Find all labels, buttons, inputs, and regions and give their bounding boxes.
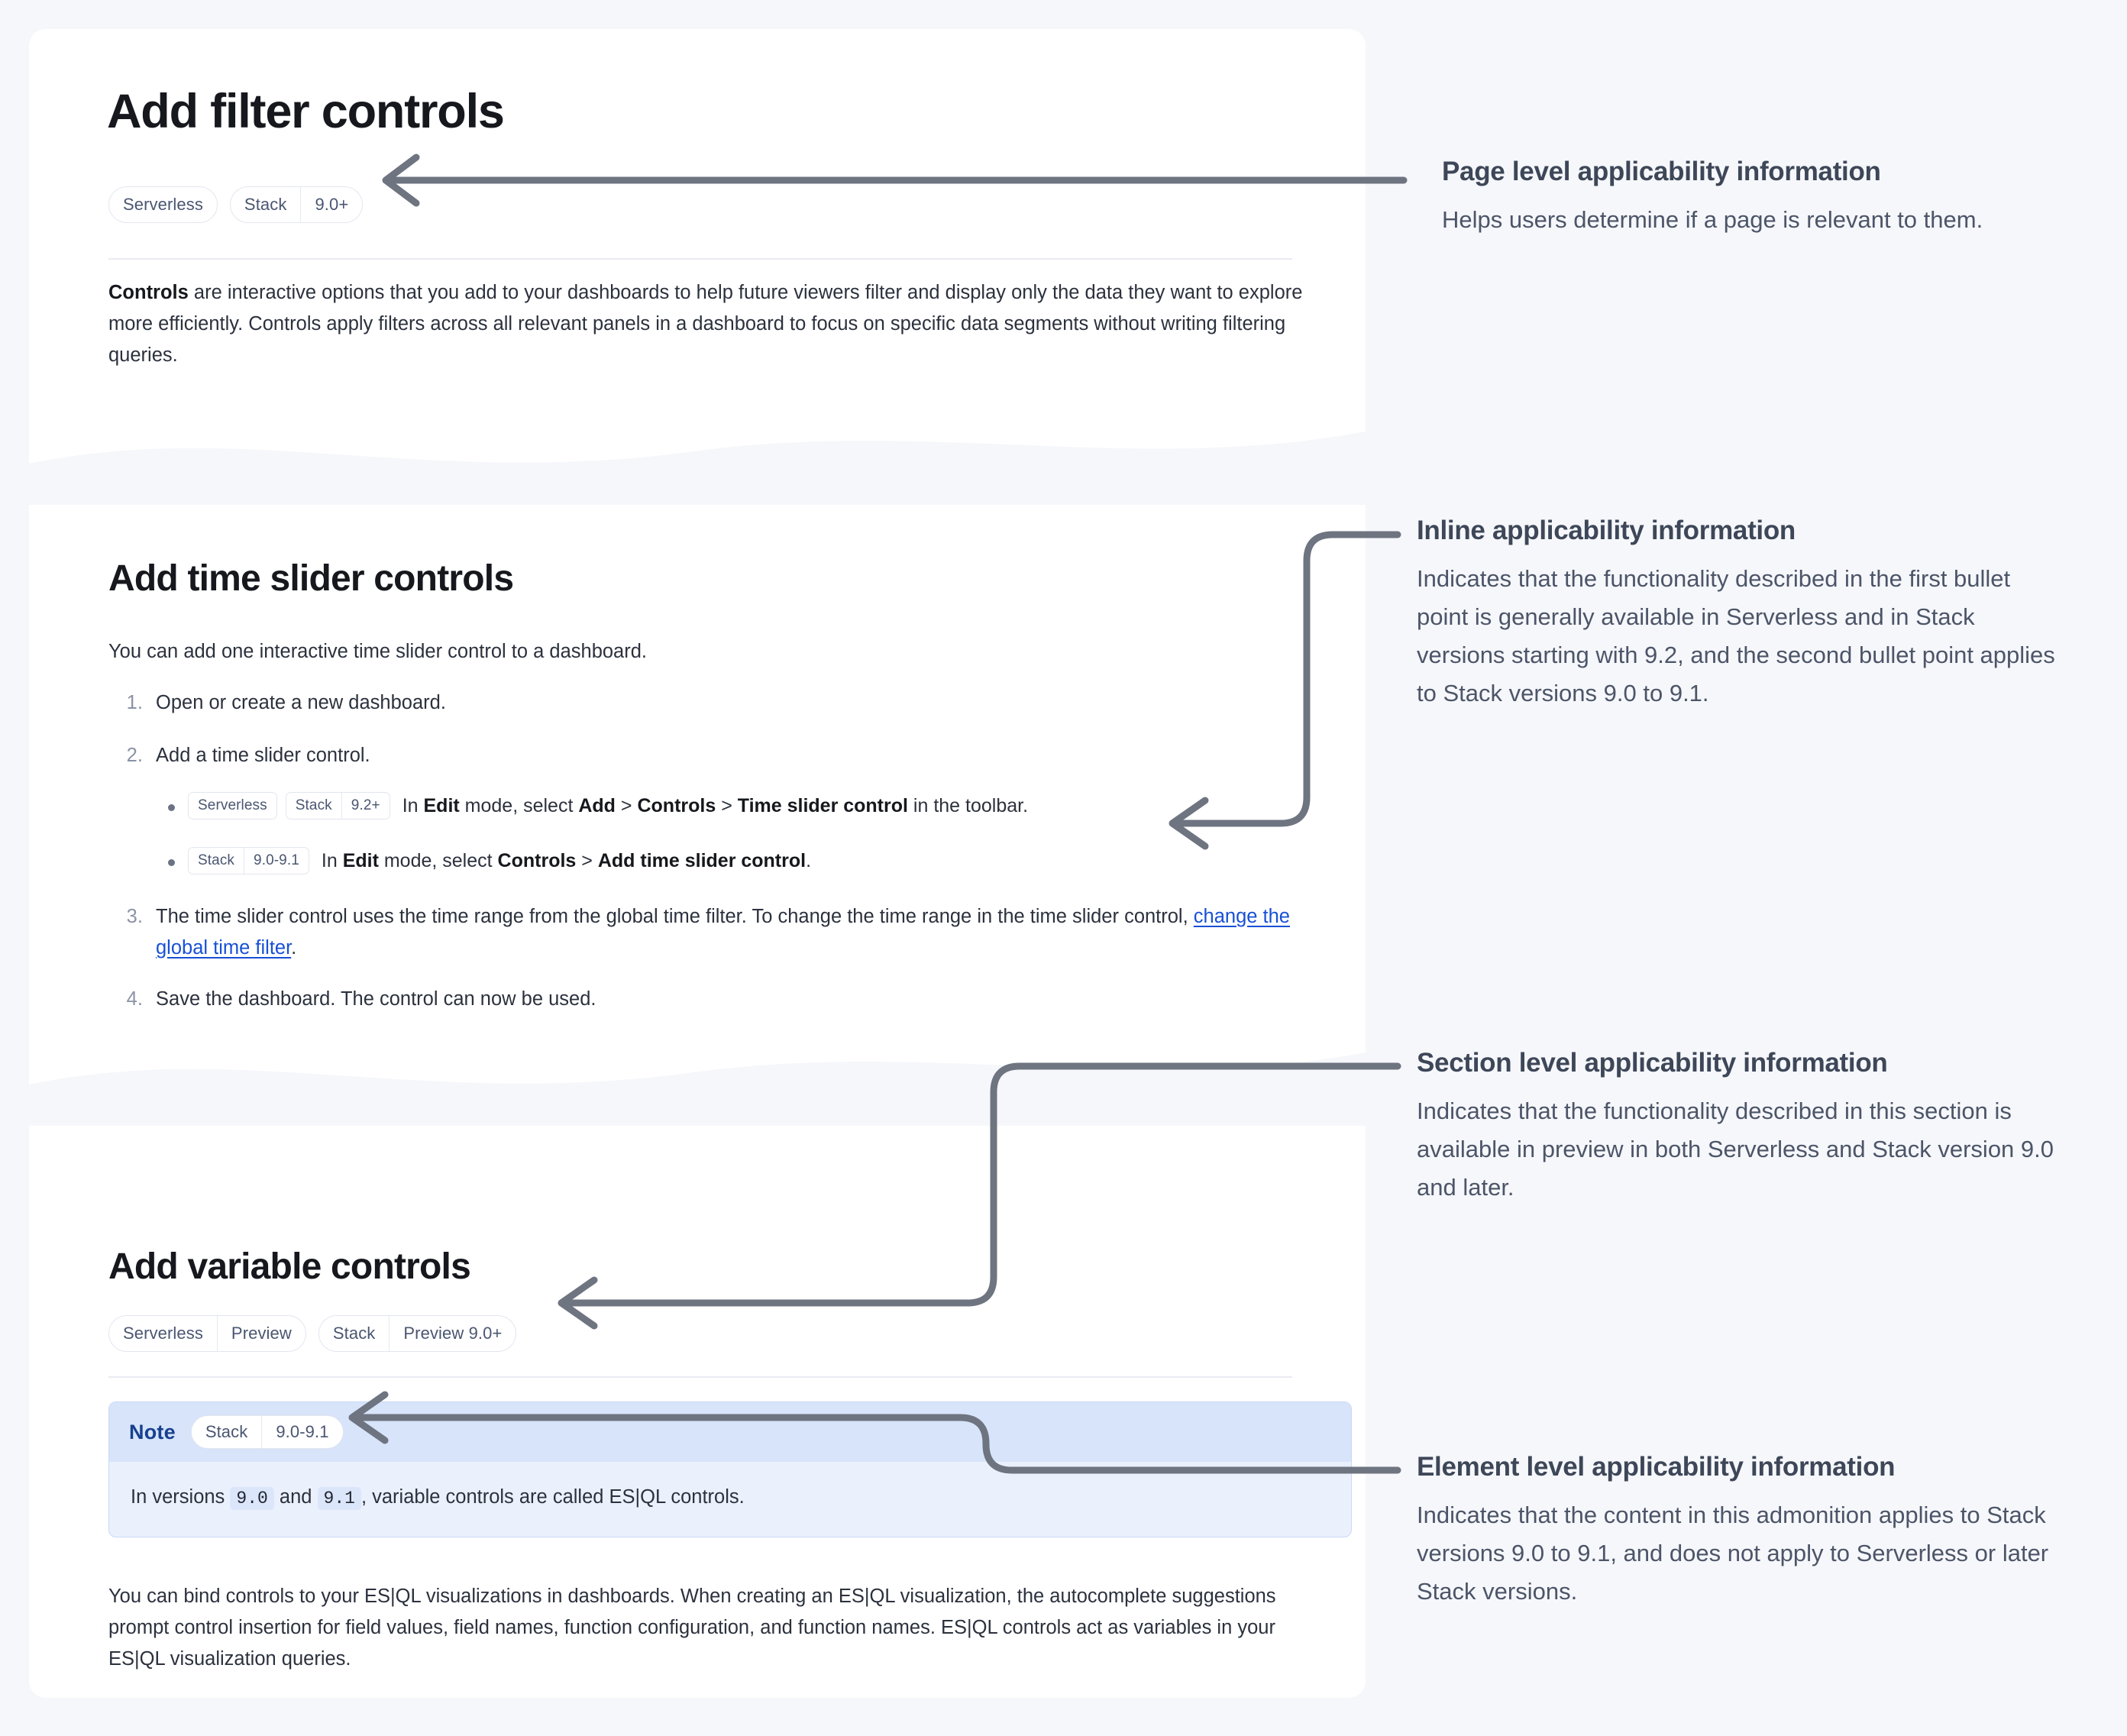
title-divider <box>108 258 1292 260</box>
annotation-heading: Page level applicability information <box>1442 157 1881 186</box>
text-run: , variable controls are called ES|QL con… <box>360 1486 745 1508</box>
variable-controls-paragraph: You can bind controls to your ES|QL visu… <box>108 1586 1276 1670</box>
badge-serverless-preview[interactable]: Serverless Preview <box>108 1315 306 1352</box>
text-run: mode, select <box>378 850 498 871</box>
substep-item: Serverless Stack 9.2+ In Edit mode, sele… <box>168 791 1346 820</box>
annotation-body: Indicates that the functionality describ… <box>1417 565 2055 706</box>
step-text: The time slider control uses the time ra… <box>156 906 1194 927</box>
text-run-bold: Edit <box>423 795 460 816</box>
note-header: Note Stack 9.0-9.1 <box>109 1402 1351 1462</box>
text-run: in the toolbar. <box>907 795 1029 816</box>
annotation-body: Indicates that the functionality describ… <box>1417 1098 2054 1201</box>
text-run: In <box>402 795 424 816</box>
text-run: and <box>273 1486 318 1508</box>
badge-serverless[interactable]: Serverless <box>108 186 218 223</box>
wave-divider-2 <box>29 1052 1366 1126</box>
substep-text: In Edit mode, select Controls > Add time… <box>322 846 811 875</box>
text-run-bold: Add time slider control <box>597 850 807 871</box>
badge-stack-version[interactable]: Stack 9.0+ <box>229 186 364 223</box>
global-time-filter-link[interactable]: change the global time filter <box>156 906 1290 959</box>
badge-segment: Stack <box>295 797 332 813</box>
note-admonition: Note Stack 9.0-9.1 In versions 9.0 and 9… <box>108 1401 1352 1537</box>
text-run-bold: Add <box>578 795 616 816</box>
note-label: Note <box>129 1420 176 1443</box>
badge-stack-version[interactable]: Stack 9.0-9.1 <box>190 1415 344 1449</box>
substep-text: In Edit mode, select Add > Controls > Ti… <box>402 791 1028 820</box>
intro-rest: are interactive options that you add to … <box>108 282 1303 366</box>
time-slider-intro: You can add one interactive time slider … <box>108 641 647 662</box>
time-slider-steps: Open or create a new dashboard. Add a ti… <box>108 687 1346 1036</box>
text-run-bold: Edit <box>342 850 379 871</box>
text-run-bold: Controls <box>497 850 577 871</box>
section-divider <box>108 1376 1292 1378</box>
badge-segment: Stack <box>205 1422 248 1441</box>
annotation-body: Indicates that the content in this admon… <box>1417 1502 2049 1605</box>
badge-segment: 9.0-9.1 <box>244 848 309 874</box>
step-text: Add a time slider control. <box>156 745 370 766</box>
section-title-time-slider: Add time slider controls <box>108 558 514 599</box>
substep-item: Stack 9.0-9.1 In Edit mode, select Contr… <box>168 846 1346 875</box>
annotation-heading: Inline applicability information <box>1417 516 1796 545</box>
text-run: . <box>806 850 812 871</box>
step-text: Save the dashboard. The control can now … <box>156 988 596 1010</box>
text-run-bold: Time slider control <box>737 795 908 816</box>
intro-paragraph: Controls are interactive options that yo… <box>108 277 1330 371</box>
badge-segment: Stack <box>244 195 287 214</box>
step-item: Open or create a new dashboard. <box>148 687 1346 719</box>
badge-segment: Preview 9.0+ <box>389 1316 516 1351</box>
page-title: Add filter controls <box>107 85 505 138</box>
step-item: Add a time slider control. Serverless St… <box>148 740 1346 875</box>
text-run: > <box>576 850 598 871</box>
substep-list: Serverless Stack 9.2+ In Edit mode, sele… <box>156 791 1346 875</box>
text-run: In versions <box>131 1486 231 1508</box>
annotation-heading: Element level applicability information <box>1417 1452 1896 1482</box>
annotation-element-level: Element level applicability information … <box>1417 1452 2058 1611</box>
badge-segment: Serverless <box>123 1324 203 1343</box>
inline-code: 9.0 <box>230 1487 274 1510</box>
text-run-bold: Controls <box>637 795 716 816</box>
text-run: In <box>321 850 343 871</box>
text-run: mode, select <box>459 795 579 816</box>
section-title-variable-controls: Add variable controls <box>108 1246 471 1287</box>
step-text-tail: . <box>291 937 297 959</box>
badge-segment: Preview <box>216 1316 305 1351</box>
badge-segment: 9.2+ <box>341 793 390 819</box>
section-applicability-badges: Serverless Preview Stack Preview 9.0+ <box>108 1315 517 1352</box>
badge-segment: Stack <box>198 852 235 868</box>
badge-segment: Serverless <box>198 797 267 813</box>
document-panel: Add filter controls Serverless Stack 9.0… <box>29 29 1366 1698</box>
badge-stack-preview-version[interactable]: Stack Preview 9.0+ <box>318 1315 517 1352</box>
step-item: Save the dashboard. The control can now … <box>148 984 1346 1015</box>
annotation-body: Helps users determine if a page is relev… <box>1442 206 1983 233</box>
step-text: Open or create a new dashboard. <box>156 692 446 713</box>
badge-segment: Serverless <box>123 195 203 214</box>
badge-stack-version[interactable]: Stack 9.2+ <box>285 792 390 820</box>
annotation-heading: Section level applicability information <box>1417 1048 1888 1078</box>
annotation-section-level: Section level applicability information … <box>1417 1048 2058 1207</box>
step-item: The time slider control uses the time ra… <box>148 901 1346 964</box>
annotation-page-level: Page level applicability information Hel… <box>1442 157 2083 239</box>
badge-stack-version[interactable]: Stack 9.0-9.1 <box>188 847 309 874</box>
note-body: In versions 9.0 and 9.1, variable contro… <box>109 1462 1351 1537</box>
badge-segment: 9.0+ <box>300 187 362 222</box>
text-run: > <box>615 795 638 816</box>
badge-serverless[interactable]: Serverless <box>188 792 277 820</box>
annotation-inline: Inline applicability information Indicat… <box>1417 516 2058 713</box>
text-run: > <box>716 795 738 816</box>
inline-code: 9.1 <box>317 1487 361 1510</box>
page-applicability-badges: Serverless Stack 9.0+ <box>108 186 364 223</box>
intro-lead-term: Controls <box>108 282 189 303</box>
badge-segment: Stack <box>332 1324 376 1343</box>
badge-segment: 9.0-9.1 <box>261 1416 342 1448</box>
wave-divider-1 <box>29 432 1366 505</box>
